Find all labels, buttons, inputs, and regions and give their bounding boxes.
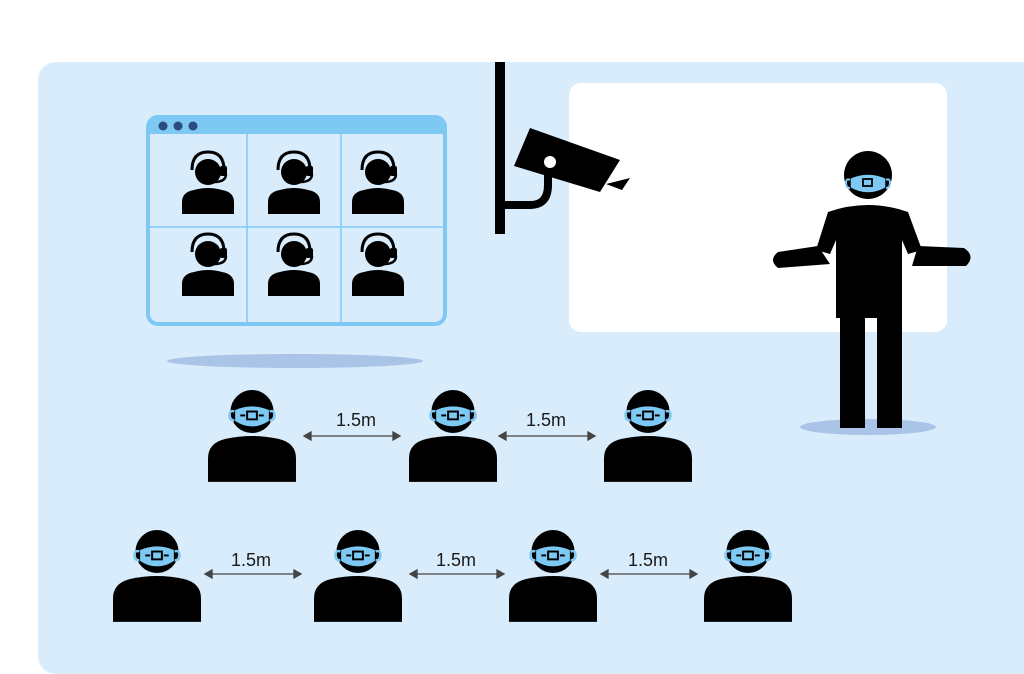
- window-dot-icon: [188, 121, 198, 131]
- distance-label: 1.5m: [526, 410, 566, 430]
- distance-label: 1.5m: [231, 550, 271, 570]
- distance-arrow: [302, 430, 402, 442]
- distance-arrow: [203, 568, 303, 580]
- masked-student-icon: [113, 528, 201, 622]
- distance-arrow: [497, 430, 597, 442]
- masked-student-icon: [704, 528, 792, 622]
- teacher-shadow: [800, 419, 936, 435]
- teacher-figure: [773, 151, 971, 435]
- masked-student-icon: [314, 528, 402, 622]
- distance-arrow: [408, 568, 506, 580]
- masked-student-icon: [409, 388, 497, 482]
- video-call-window: [146, 115, 447, 368]
- window-dot-icon: [173, 121, 183, 131]
- masked-student-icon: [509, 528, 597, 622]
- security-camera-icon: [495, 62, 630, 234]
- window-dot-icon: [158, 121, 168, 131]
- student-row-1: 1.5m 1.5m: [208, 388, 692, 482]
- distance-label: 1.5m: [336, 410, 376, 430]
- student-row-2: 1.5m 1.5m 1.5m: [113, 528, 792, 622]
- distance-arrow: [599, 568, 699, 580]
- distance-label: 1.5m: [628, 550, 668, 570]
- window-shadow: [167, 354, 423, 368]
- masked-student-icon: [208, 388, 296, 482]
- distance-label: 1.5m: [436, 550, 476, 570]
- masked-student-icon: [604, 388, 692, 482]
